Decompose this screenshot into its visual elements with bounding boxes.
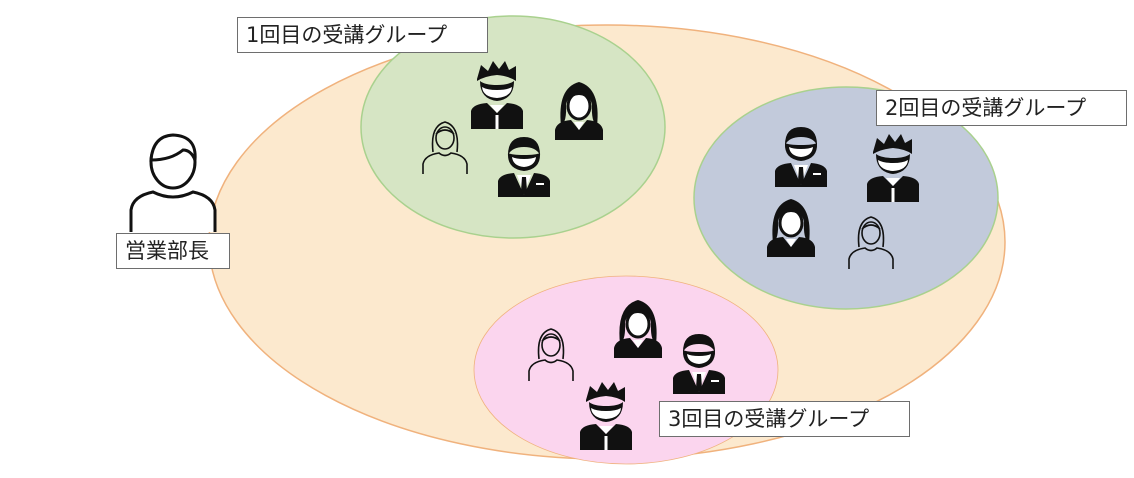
manager-outline-icon xyxy=(129,133,217,232)
group-3-label: 3回目の受講グループ xyxy=(659,401,910,437)
group-2-label: 2回目の受講グループ xyxy=(876,90,1127,126)
manager-label: 営業部長 xyxy=(116,233,230,269)
group-1-label: 1回目の受講グループ xyxy=(237,17,488,53)
